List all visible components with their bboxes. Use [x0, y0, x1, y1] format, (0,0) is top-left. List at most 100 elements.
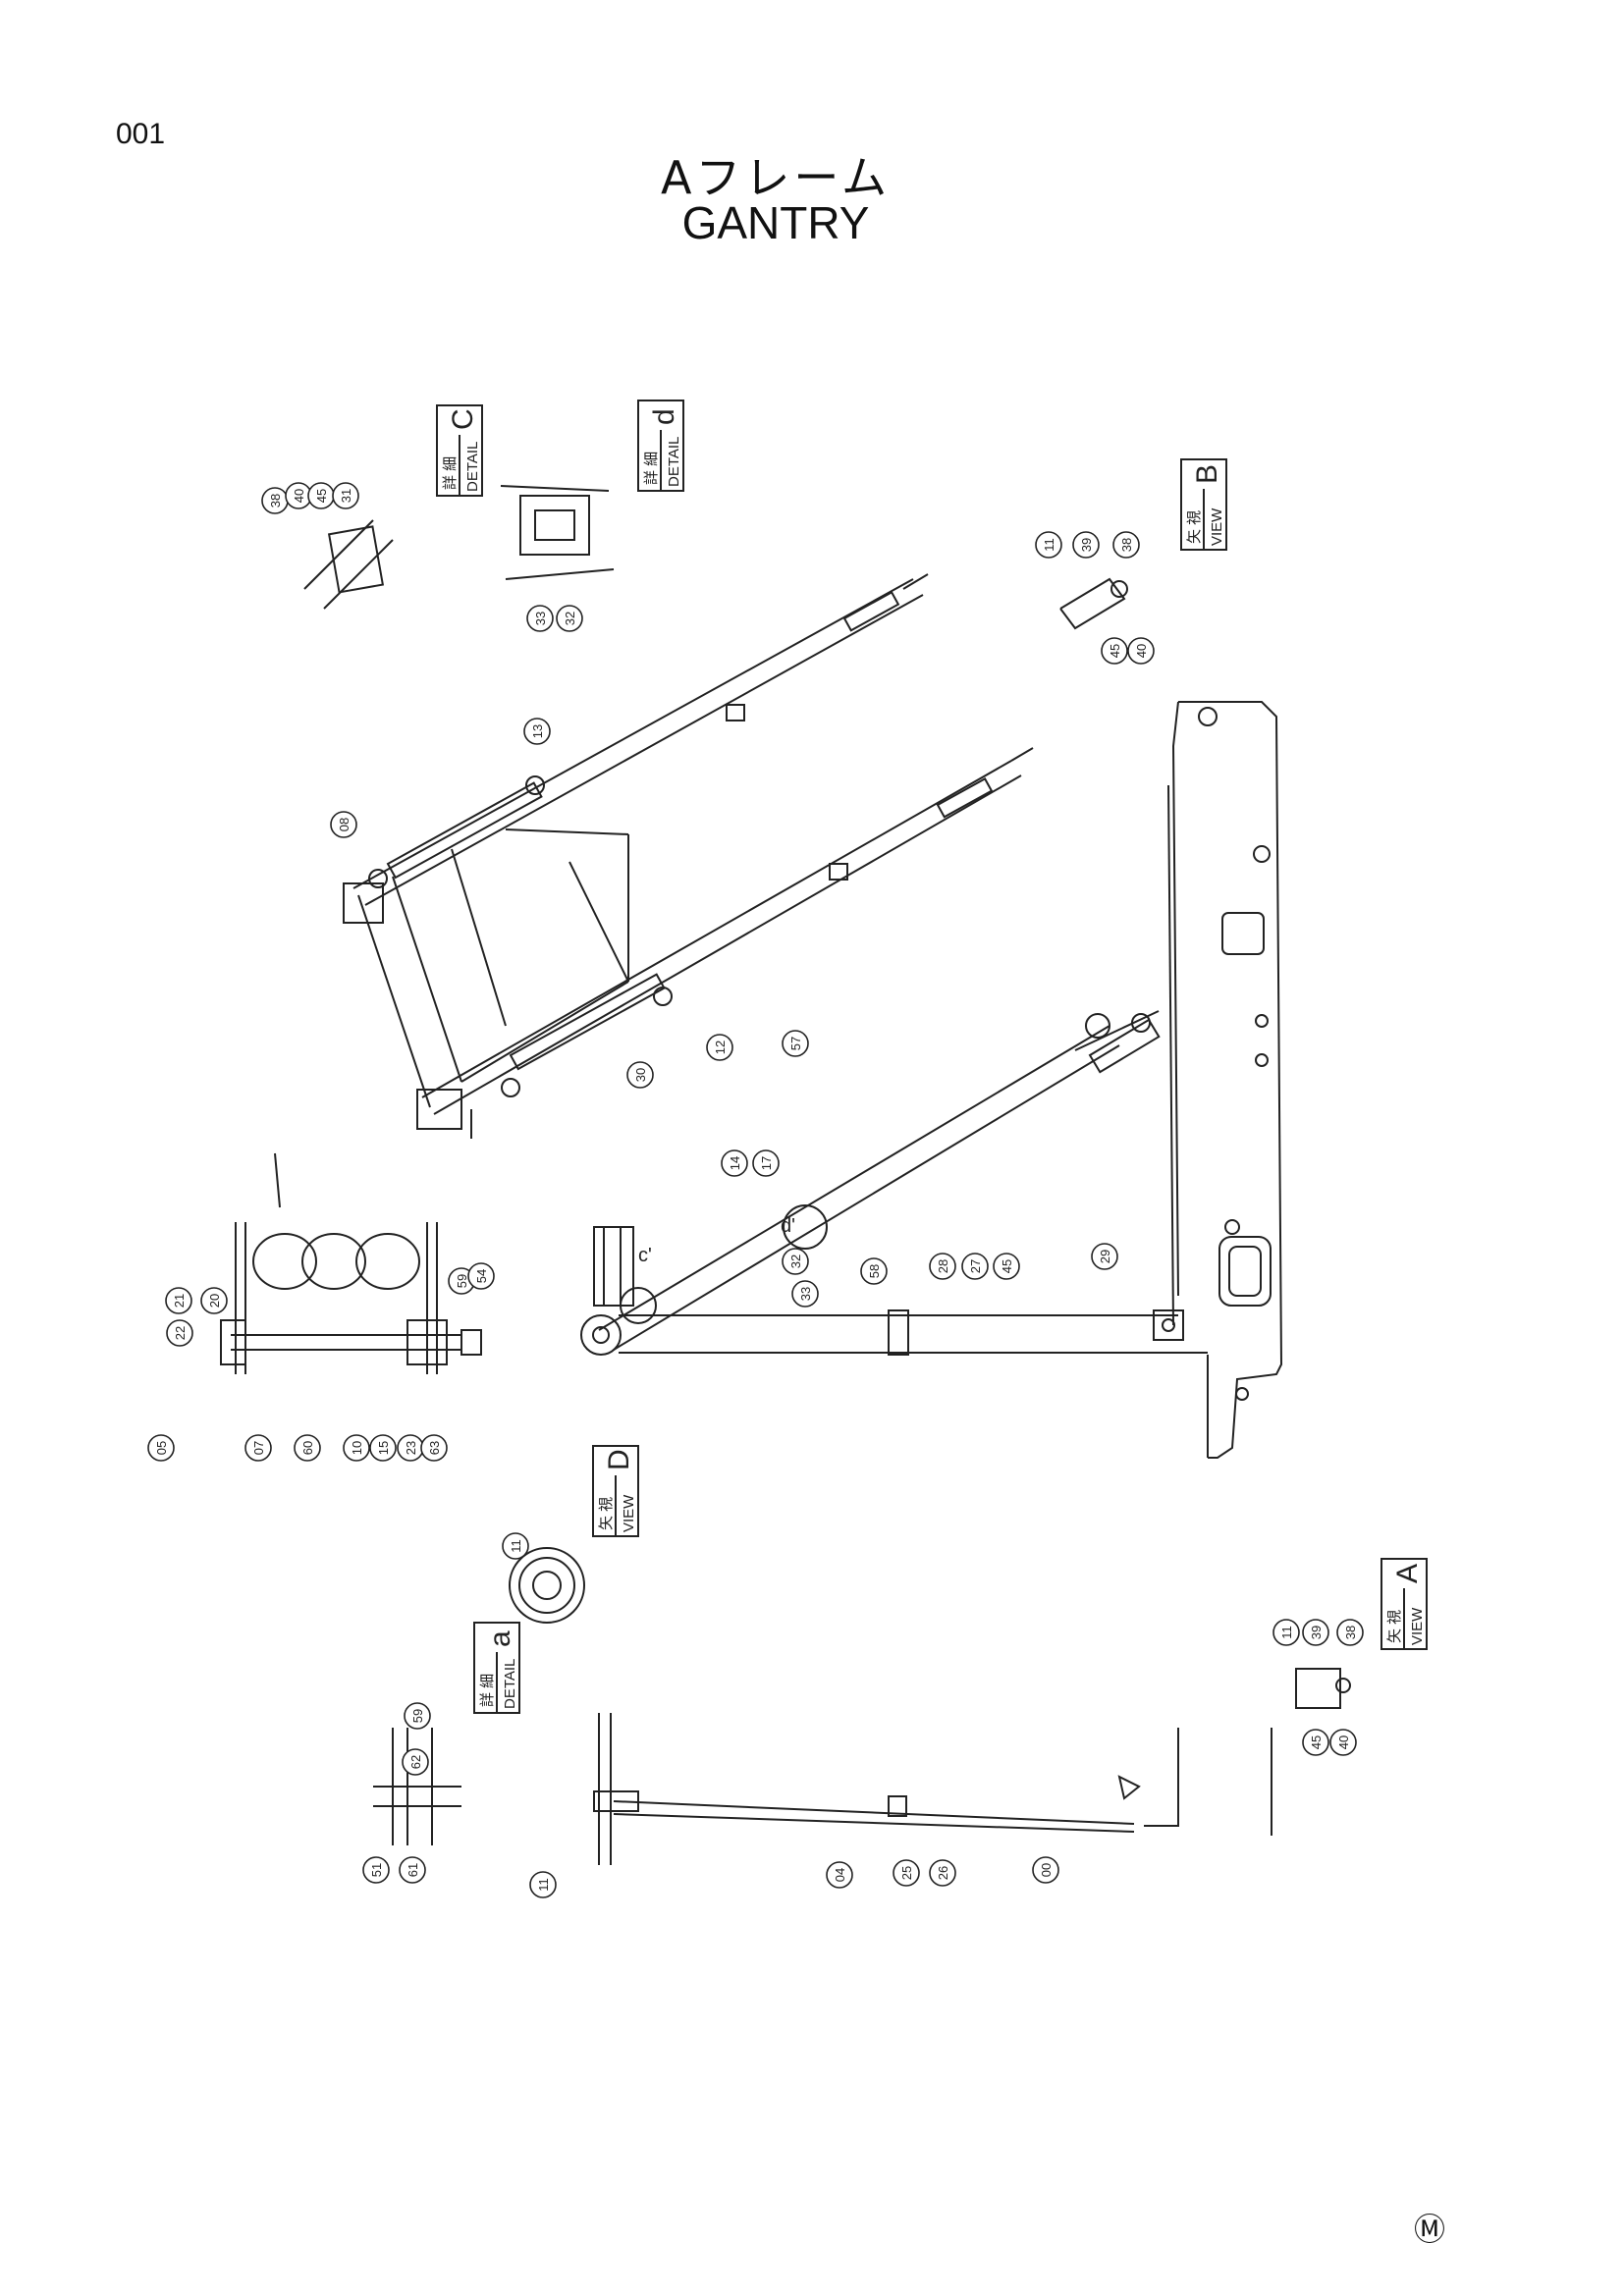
detail-a-label-en: DETAIL	[502, 1659, 518, 1709]
callout-number: 45	[1000, 1259, 1014, 1273]
callout-38: 38	[1336, 1619, 1364, 1646]
callout-circle	[993, 1253, 1020, 1280]
callout-57: 57	[782, 1030, 809, 1057]
callout-number: 63	[427, 1441, 442, 1455]
callout-circle	[826, 1861, 853, 1889]
callout-number: 58	[867, 1264, 882, 1278]
callout-33: 33	[526, 605, 554, 632]
callout-12: 12	[706, 1034, 733, 1061]
callout-number: 10	[350, 1441, 364, 1455]
callout-number: 12	[713, 1041, 728, 1054]
callout-number: 28	[936, 1259, 950, 1273]
callout-circle	[332, 482, 359, 509]
callout-number: 61	[406, 1863, 420, 1877]
callout-number: 23	[404, 1441, 418, 1455]
callout-40: 40	[1329, 1729, 1357, 1756]
callout-circle	[1127, 637, 1155, 665]
callout-number: 07	[251, 1441, 266, 1455]
callout-circle	[1336, 1619, 1364, 1646]
callout-62: 62	[402, 1748, 429, 1776]
callout-circle	[706, 1034, 733, 1061]
callout-21: 21	[165, 1287, 192, 1314]
detail-c-label-en: DETAIL	[464, 442, 481, 492]
callout-number: 11	[509, 1539, 523, 1553]
callout-circle	[147, 1434, 175, 1462]
callout-number: 39	[1309, 1626, 1324, 1639]
callout-circle	[721, 1149, 748, 1177]
callout-number: 08	[337, 818, 352, 831]
callout-circle	[782, 1248, 809, 1275]
callout-circle	[1035, 531, 1062, 559]
callout-number: 11	[1279, 1626, 1294, 1639]
callout-circle	[929, 1859, 956, 1887]
callout-number: 45	[1108, 644, 1122, 658]
callout-15: 15	[369, 1434, 397, 1462]
view-b-label-letter: B	[1191, 464, 1223, 484]
callout-number: 51	[369, 1863, 384, 1877]
callout-number: 39	[1079, 538, 1094, 552]
callout-circle	[523, 718, 551, 745]
callout-number: 05	[154, 1441, 169, 1455]
callout-59: 59	[404, 1702, 431, 1730]
callout-number: 25	[899, 1866, 914, 1880]
callout-11: 11	[1035, 531, 1062, 559]
callout-number: 38	[268, 494, 283, 507]
callout-circle	[166, 1319, 193, 1347]
callout-05: 05	[147, 1434, 175, 1462]
callout-circle	[402, 1748, 429, 1776]
callout-45: 45	[993, 1253, 1020, 1280]
view-a-label-en: VIEW	[1409, 1607, 1426, 1645]
lower-side-view	[593, 1713, 1272, 1865]
callout-32: 32	[556, 605, 583, 632]
callout-61: 61	[399, 1856, 426, 1884]
callout-13: 13	[523, 718, 551, 745]
callout-circle	[404, 1702, 431, 1730]
detail-c-sketch	[303, 519, 394, 610]
callout-number: 13	[530, 724, 545, 738]
callout-circle	[929, 1253, 956, 1280]
callout-number: 30	[633, 1068, 648, 1082]
callout-32: 32	[782, 1248, 809, 1275]
callout-number: 59	[410, 1709, 425, 1723]
callout-38: 38	[261, 487, 289, 514]
callout-circle	[200, 1287, 228, 1314]
annotation-d-mark: d'	[781, 1215, 795, 1237]
callout-20: 20	[200, 1287, 228, 1314]
callout-number: 21	[172, 1294, 187, 1308]
callout-circle	[399, 1856, 426, 1884]
callout-number: 26	[936, 1866, 950, 1880]
callout-10: 10	[343, 1434, 370, 1462]
detail-d-label-jp: 詳 細	[643, 452, 660, 485]
view-d-part	[509, 1547, 585, 1624]
callout-number: 45	[314, 489, 329, 503]
callout-circle	[961, 1253, 989, 1280]
page-number: 001	[116, 118, 166, 150]
callout-31: 31	[332, 482, 359, 509]
corner-mark: Ⓜ	[1414, 2211, 1446, 2248]
view-b-label-jp: 矢 視	[1186, 510, 1203, 544]
view-b-sketch	[1059, 577, 1128, 630]
callout-number: 11	[536, 1878, 551, 1892]
callout-number: 11	[1042, 538, 1056, 552]
upper-gantry-frame	[343, 573, 1034, 1139]
callout-number: 20	[207, 1294, 222, 1308]
callout-number: 54	[474, 1269, 489, 1283]
callout-number: 40	[1336, 1735, 1351, 1749]
callout-11: 11	[529, 1871, 557, 1898]
callout-40: 40	[285, 482, 312, 509]
callout-39: 39	[1302, 1619, 1329, 1646]
callout-04: 04	[826, 1861, 853, 1889]
callout-27: 27	[961, 1253, 989, 1280]
callout-circle	[1112, 531, 1140, 559]
callout-45: 45	[307, 482, 335, 509]
callout-number: 38	[1119, 538, 1134, 552]
detail-a-sketch	[373, 1728, 461, 1845]
callout-number: 31	[339, 489, 353, 503]
callout-circle	[362, 1856, 390, 1884]
